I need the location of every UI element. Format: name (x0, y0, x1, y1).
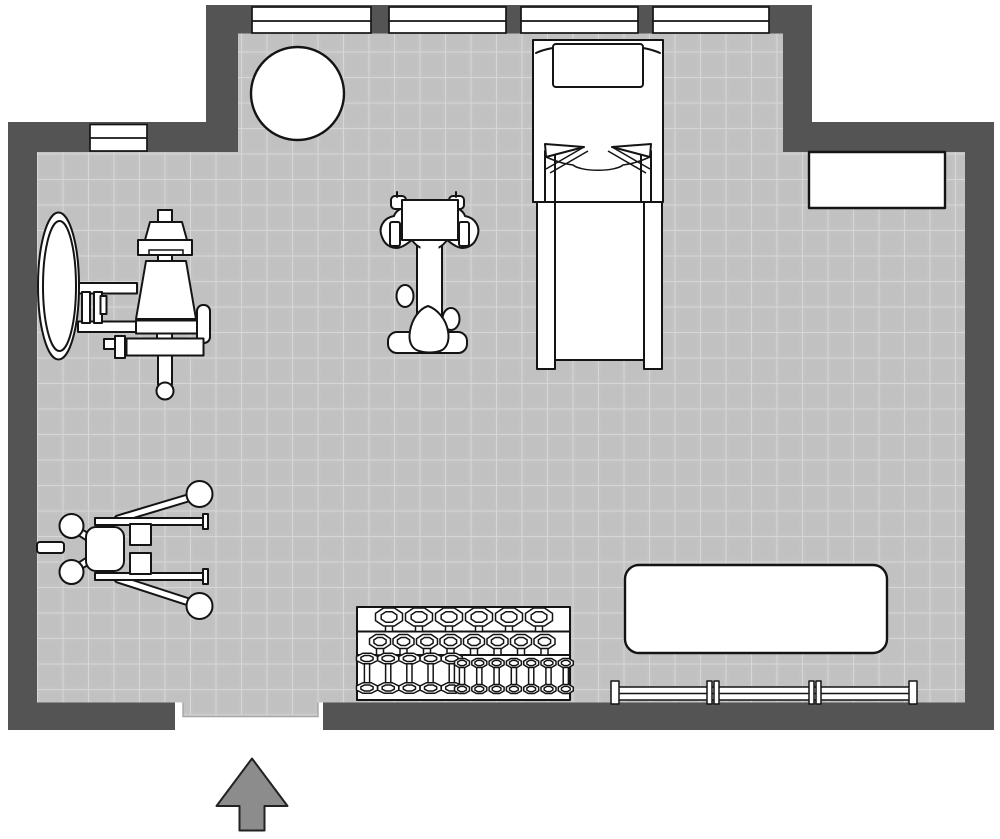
room-shell (8, 5, 994, 730)
treadmill-belt (554, 201, 645, 361)
bike-pedal-left (395, 284, 415, 308)
stability-ball[interactable] (249, 45, 346, 142)
treadmill-console (552, 43, 644, 88)
exercise-mat[interactable] (623, 563, 889, 655)
treadmill-rail-left (536, 201, 556, 370)
door-threshold (183, 702, 318, 717)
dumbbells (355, 607, 575, 695)
entrance-arrow-icon[interactable] (215, 757, 289, 832)
leg-press-pad (58, 559, 85, 585)
leg-press-pad (58, 513, 85, 539)
treadmill[interactable] (532, 39, 664, 370)
leg-press-machine[interactable] (36, 480, 214, 620)
leg-press-seat (85, 526, 125, 572)
leg-press-footpad (185, 592, 214, 620)
door-opening (175, 702, 323, 730)
treadmill-rail-right (643, 201, 663, 370)
bike-console (401, 199, 459, 241)
window-left (89, 123, 148, 152)
floor (37, 33, 965, 703)
wall-shelf[interactable] (807, 150, 947, 210)
door-threshold-edge (182, 702, 319, 718)
leg-press-footpad (185, 480, 214, 508)
exercise-bike[interactable] (379, 191, 480, 354)
bike-seat (408, 305, 450, 354)
dumbbell-rack[interactable] (355, 606, 575, 701)
machine-disc-inner (42, 220, 77, 352)
weight-machine[interactable] (37, 209, 211, 401)
windows-top (251, 6, 770, 34)
barbell[interactable] (610, 680, 918, 705)
